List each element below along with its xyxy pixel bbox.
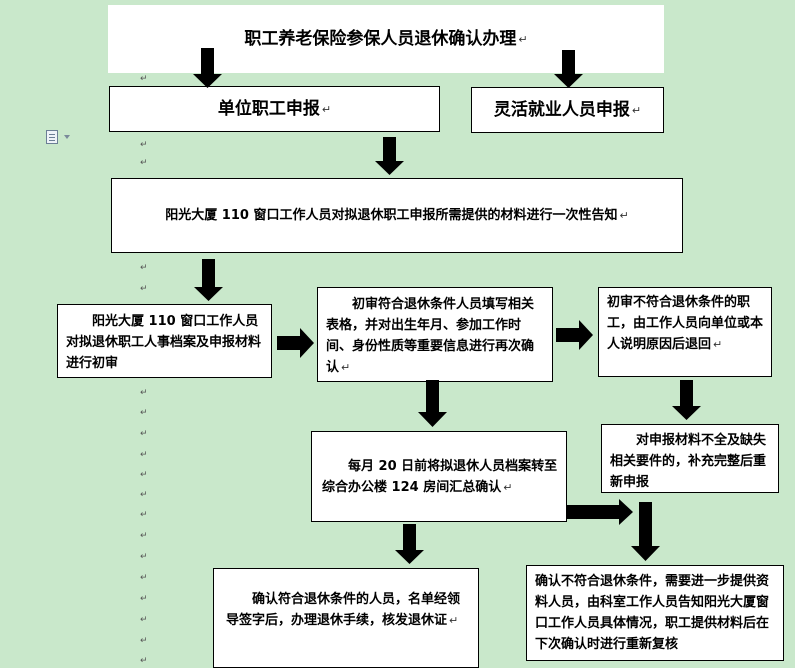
gutter-return-mark: ↵ [140,636,148,646]
gutter-return-mark: ↵ [140,552,148,562]
return-mark: ↵ [518,32,528,46]
gutter-return-mark: ↵ [140,656,148,666]
supplement-text: 对申报材料不全及缺失相关要件的，补充完整后重新申报 [610,433,767,490]
initial-review-text: 阳光大厦 110 窗口工作人员对拟退休职工人事档案及申报材料进行初审 [66,314,262,371]
gutter-return-mark: ↵ [140,470,148,480]
notify-text: 阳光大厦 110 窗口工作人员对拟退休职工申报所需提供的材料进行一次性告知 [165,208,618,223]
gutter-return-mark: ↵ [140,284,148,294]
gutter-return-mark: ↵ [140,531,148,541]
unit-apply-text: 单位职工申报 [217,98,320,119]
gutter-return-mark: ↵ [140,573,148,583]
confirmed-text: 确认符合退休条件的人员，名单经领导签字后，办理退休手续，核发退休证 [226,592,461,628]
flow-title: 职工养老保险参保人员退休确认办理 [244,28,517,49]
arrow-right [556,320,593,350]
arrow-right [277,328,314,358]
return-mark: ↵ [449,614,459,627]
monthly-transfer-text: 每月 20 日前将拟退休人员档案转至综合办公楼 124 房间汇总确认 [322,459,558,495]
document-icon[interactable] [46,130,58,144]
gutter-return-mark: ↵ [140,510,148,520]
return-mark: ↵ [341,361,351,374]
return-mark: ↵ [619,209,629,222]
notify-box: 阳光大厦 110 窗口工作人员对拟退休职工申报所需提供的材料进行一次性告知↵ [111,178,683,253]
gutter-return-mark: ↵ [140,74,148,84]
gutter-return-mark: ↵ [140,490,148,500]
needs-more-box: 确认不符合退休条件，需要进一步提供资料人员，由科室工作人员告知阳光大厦窗口工作人… [526,565,784,661]
gutter-return-mark: ↵ [140,263,148,273]
arrow-down [395,524,424,564]
supplement-box: 对申报材料不全及缺失相关要件的，补充完整后重新申报 [601,424,779,493]
return-mark: ↵ [321,102,332,116]
return-mark: ↵ [631,103,642,117]
gutter-return-mark: ↵ [140,140,148,150]
gutter-return-mark: ↵ [140,388,148,398]
flex-apply-box: 灵活就业人员申报↵ [471,87,664,133]
confirmed-box: 确认符合退休条件的人员，名单经领导签字后，办理退休手续，核发退休证↵ [213,568,479,668]
arrow-down [631,502,660,561]
initial-review-box: 阳光大厦 110 窗口工作人员对拟退休职工人事档案及申报材料进行初审 [57,304,272,378]
unit-apply-box: 单位职工申报↵ [109,86,440,132]
gutter-return-mark: ↵ [140,450,148,460]
not-qualified-box: 初审不符合退休条件的职工，由工作人员向单位或本人说明原因后退回↵ [598,287,772,377]
flow-title-box: 职工养老保险参保人员退休确认办理↵ [108,5,664,73]
gutter-return-mark: ↵ [140,408,148,418]
gutter-return-mark: ↵ [140,158,148,168]
chevron-down-icon[interactable] [64,135,70,139]
fill-forms-text: 初审符合退休条件人员填写相关表格，并对出生年月、参加工作时间、身份性质等重要信息… [326,297,535,375]
gutter-return-mark: ↵ [140,594,148,604]
arrow-right [567,499,633,525]
arrow-down [194,259,223,301]
arrow-down [418,380,447,427]
arrow-down [672,380,701,420]
monthly-transfer-box: 每月 20 日前将拟退休人员档案转至综合办公楼 124 房间汇总确认↵ [311,431,567,522]
fill-forms-box: 初审符合退休条件人员填写相关表格，并对出生年月、参加工作时间、身份性质等重要信息… [317,287,553,382]
not-qualified-text: 初审不符合退休条件的职工，由工作人员向单位或本人说明原因后退回 [607,295,764,352]
return-mark: ↵ [713,338,723,351]
needs-more-text: 确认不符合退休条件，需要进一步提供资料人员，由科室工作人员告知阳光大厦窗口工作人… [535,574,770,652]
arrow-down [375,137,404,175]
gutter-return-mark: ↵ [140,615,148,625]
return-mark: ↵ [503,481,513,494]
gutter-return-mark: ↵ [140,429,148,439]
flex-apply-text: 灵活就业人员申报 [493,99,630,120]
